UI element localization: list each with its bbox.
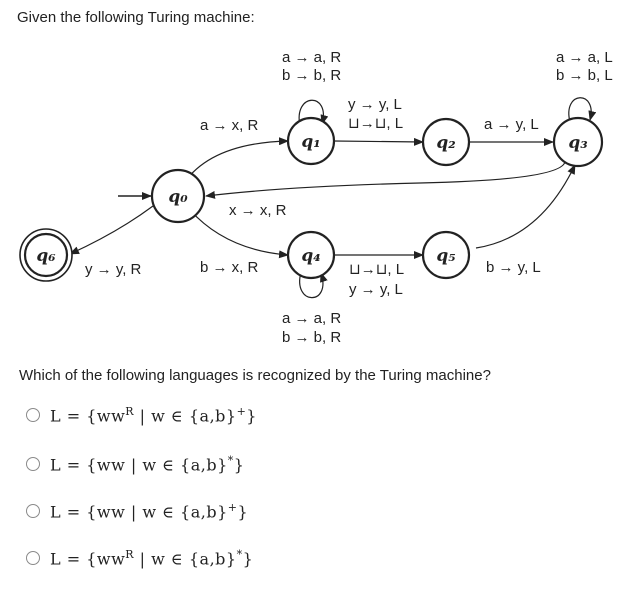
question-text: Which of the following languages is reco… (19, 367, 491, 384)
label-q1-q2-blank: ⊔→⊔, L (348, 115, 403, 132)
loop-q1 (298, 99, 329, 127)
edge-q3-q0 (205, 161, 566, 199)
option-2-radio[interactable] (26, 457, 40, 471)
option-2-text: L = {ww | w ∈ {a,b}*} (50, 453, 245, 475)
edge-q5-q3 (475, 164, 576, 249)
intro-text: Given the following Turing machine: (17, 9, 255, 26)
option-3[interactable]: L = {ww | w ∈ {a,b}+} (26, 498, 248, 524)
loop-q3 (568, 97, 597, 123)
state-q4: q₄ (286, 230, 336, 280)
state-q6-accept: q₆ (19, 228, 73, 282)
state-q0: q₀ (150, 168, 206, 224)
svg-text:q₄: q₄ (301, 246, 320, 266)
svg-text:q₀: q₀ (168, 187, 188, 207)
svg-text:q₅: q₅ (436, 246, 455, 266)
option-2[interactable]: L = {ww | w ∈ {a,b}*} (26, 451, 244, 477)
svg-text:q₆: q₆ (36, 246, 55, 266)
label-q1-loop-a: a → a, R (282, 49, 341, 66)
state-q3: q₃ (552, 116, 604, 168)
label-q1-loop-b: b → b, R (282, 67, 341, 84)
label-q4-q5-y: y → y, L (349, 281, 403, 298)
label-q0-q4: b → x, R (200, 259, 259, 276)
option-4[interactable]: L = {wwR | w ∈ {a,b}*} (26, 545, 253, 571)
label-q0-q1: a → x, R (200, 117, 259, 134)
state-q5: q₅ (421, 230, 471, 280)
label-q1-q2-y: y → y, L (348, 96, 402, 113)
label-q4-q5-blank: ⊔→⊔, L (349, 261, 404, 278)
option-1-radio[interactable] (26, 408, 40, 422)
edge-q0-q6 (69, 205, 154, 255)
option-3-radio[interactable] (26, 504, 40, 518)
label-q5-q3: b → y, L (486, 259, 541, 276)
state-q1: q₁ (286, 116, 336, 166)
edge-q0-q4 (189, 209, 289, 259)
edge-q1-q2 (333, 137, 424, 146)
label-q3-loop-a: a → a, L (556, 49, 613, 66)
label-q4-loop-a: a → a, R (282, 310, 341, 327)
label-q0-q6: y → y, R (85, 261, 142, 278)
turing-machine-diagram: q₀ q₁ q₂ q₃ q₄ q₅ q₆ a → a, R b → b, R y… (19, 49, 613, 346)
label-q2-q3: a → y, L (484, 116, 539, 133)
edge-q0-q1 (183, 137, 289, 184)
option-1[interactable]: L = {wwR | w ∈ {a,b}+} (26, 402, 257, 428)
label-q3-q0: x → x, R (229, 202, 287, 219)
svg-text:q₂: q₂ (436, 133, 455, 153)
label-q3-loop-b: b → b, L (556, 67, 613, 84)
svg-text:q₃: q₃ (568, 133, 587, 153)
option-1-text: L = {wwR | w ∈ {a,b}+} (50, 404, 257, 426)
state-q2: q₂ (421, 117, 471, 167)
option-3-text: L = {ww | w ∈ {a,b}+} (50, 500, 249, 522)
svg-text:q₁: q₁ (301, 132, 320, 152)
option-4-text: L = {wwR | w ∈ {a,b}*} (50, 547, 254, 569)
option-4-radio[interactable] (26, 551, 40, 565)
label-q4-loop-b: b → b, R (282, 329, 341, 346)
loop-q4 (299, 271, 328, 299)
